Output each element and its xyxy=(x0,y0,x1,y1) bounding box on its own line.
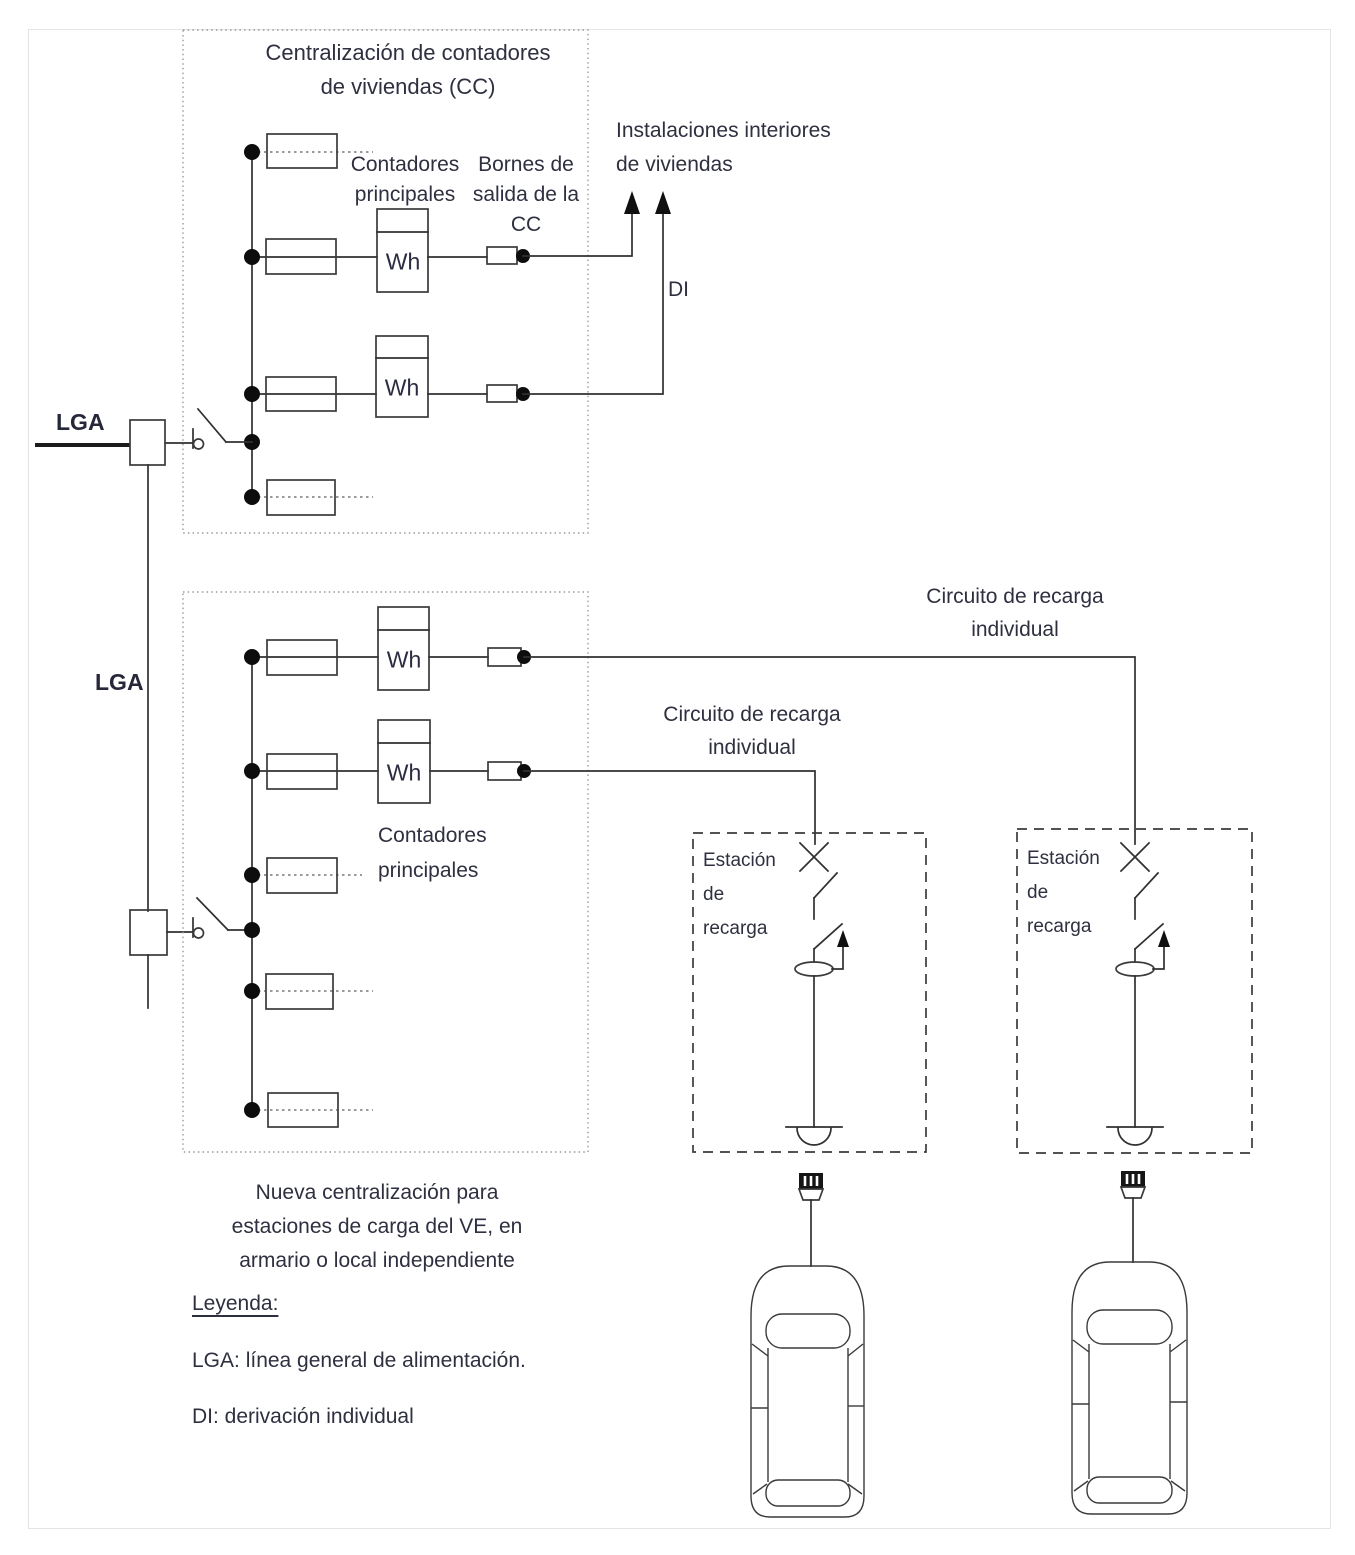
lga-label-top: LGA xyxy=(56,409,105,435)
junction-dot xyxy=(244,649,260,665)
junction-box xyxy=(129,909,168,956)
fuse-box xyxy=(265,973,334,1010)
title-line: de viviendas (CC) xyxy=(320,74,496,99)
wh-meter-icon xyxy=(377,719,431,804)
page-frame xyxy=(28,29,1331,1529)
junction-dot xyxy=(244,922,260,938)
nueva-centralizacion-caption: Nueva centralización para estaciones de … xyxy=(231,1181,523,1272)
fuse-box xyxy=(267,1092,339,1128)
arrow-up-icon xyxy=(837,930,849,947)
socket-outlet-icon xyxy=(785,1126,843,1146)
fuse-box xyxy=(265,238,337,275)
junction-dot xyxy=(244,867,260,883)
lga-feed xyxy=(35,419,253,1009)
junction-dot xyxy=(244,249,260,265)
switch-icon xyxy=(164,407,253,450)
switch-icon xyxy=(166,896,253,939)
contadores-principales-label-top: Contadores principales xyxy=(350,153,460,206)
socket-outlet-icon xyxy=(1106,1126,1164,1146)
circuito-recarga-label-1: Circuito de recarga individual xyxy=(926,585,1104,641)
arrow-up-icon xyxy=(624,191,640,214)
junction-dot xyxy=(244,144,260,160)
title-line: Centralización de contadores xyxy=(265,40,551,65)
plug-icon xyxy=(797,1173,825,1267)
fuse-box xyxy=(265,376,337,412)
derivation-wire xyxy=(522,211,664,395)
cc-bottom-box xyxy=(182,591,1136,1153)
wh-meter-icon xyxy=(377,606,430,691)
output-terminal xyxy=(487,761,522,781)
cc-top-title: Centralización de contadores de vivienda… xyxy=(266,36,551,104)
bornes-salida-label: Bornes de salida de la CC xyxy=(472,153,580,236)
wh-meter-label: Wh xyxy=(385,248,421,275)
cc-top-dotted-border xyxy=(182,29,589,534)
fuse-box xyxy=(266,639,338,676)
wh-meter-icon xyxy=(375,335,429,418)
charging-circuit-wire xyxy=(523,656,1136,845)
breaker-icon xyxy=(812,871,839,920)
charging-station-left xyxy=(692,832,927,1267)
leyenda-di-item: DI: derivación individual xyxy=(192,1405,414,1428)
wh-meter-label: Wh xyxy=(386,646,422,673)
station-dashed-border xyxy=(692,832,927,1153)
junction-dot xyxy=(244,983,260,999)
circuito-recarga-label-2: Circuito de recarga individual xyxy=(663,703,841,759)
charging-circuit-wire xyxy=(523,770,816,845)
station-dashed-border xyxy=(1016,828,1253,1154)
car-icon xyxy=(750,1265,865,1518)
breaker-icon xyxy=(1133,871,1160,920)
cc-bottom-dotted-border xyxy=(182,591,589,1153)
junction-box xyxy=(129,419,166,466)
fuse-box xyxy=(266,857,338,894)
x-fuse-icon xyxy=(798,841,830,873)
arrow-up-icon xyxy=(1158,930,1170,947)
x-fuse-icon xyxy=(1119,841,1151,873)
rear-window xyxy=(765,1479,851,1507)
junction-dot xyxy=(244,1102,260,1118)
junction-dot xyxy=(244,763,260,779)
fuse-box xyxy=(266,133,338,169)
estacion-recarga-label-1: Estación de recarga xyxy=(703,850,776,939)
fuse-box xyxy=(266,753,338,790)
wh-meter-icon xyxy=(376,208,429,293)
output-terminal xyxy=(486,246,518,265)
wh-meter-label: Wh xyxy=(384,374,420,401)
windshield xyxy=(1086,1309,1173,1345)
leyenda-heading: Leyenda: xyxy=(192,1292,279,1315)
lga-label-mid: LGA xyxy=(95,669,144,695)
wh-meter-label: Wh xyxy=(386,759,422,786)
instalaciones-interiores-label: Instalaciones interiores de viviendas xyxy=(616,119,831,176)
car-icon xyxy=(1071,1261,1188,1515)
output-terminal xyxy=(487,647,522,667)
cc-top-box xyxy=(164,29,671,534)
estacion-recarga-label-2: Estación de recarga xyxy=(1027,848,1100,937)
plug-contact-icon xyxy=(1115,922,1170,977)
fuse-box xyxy=(266,479,336,516)
derivation-wire xyxy=(522,211,633,257)
junction-dot xyxy=(244,489,260,505)
rear-window xyxy=(1086,1476,1173,1504)
windshield xyxy=(765,1313,851,1349)
output-terminal xyxy=(486,384,518,403)
charging-station-right xyxy=(1016,828,1253,1263)
leyenda-lga-item: LGA: línea general de alimentación. xyxy=(192,1349,526,1372)
di-label: DI xyxy=(668,278,689,301)
contadores-principales-label-bottom: Contadores principales xyxy=(378,824,487,882)
junction-dot xyxy=(244,386,260,402)
plug-contact-icon xyxy=(794,922,849,977)
arrow-up-icon xyxy=(655,191,671,214)
plug-icon xyxy=(1119,1171,1147,1263)
